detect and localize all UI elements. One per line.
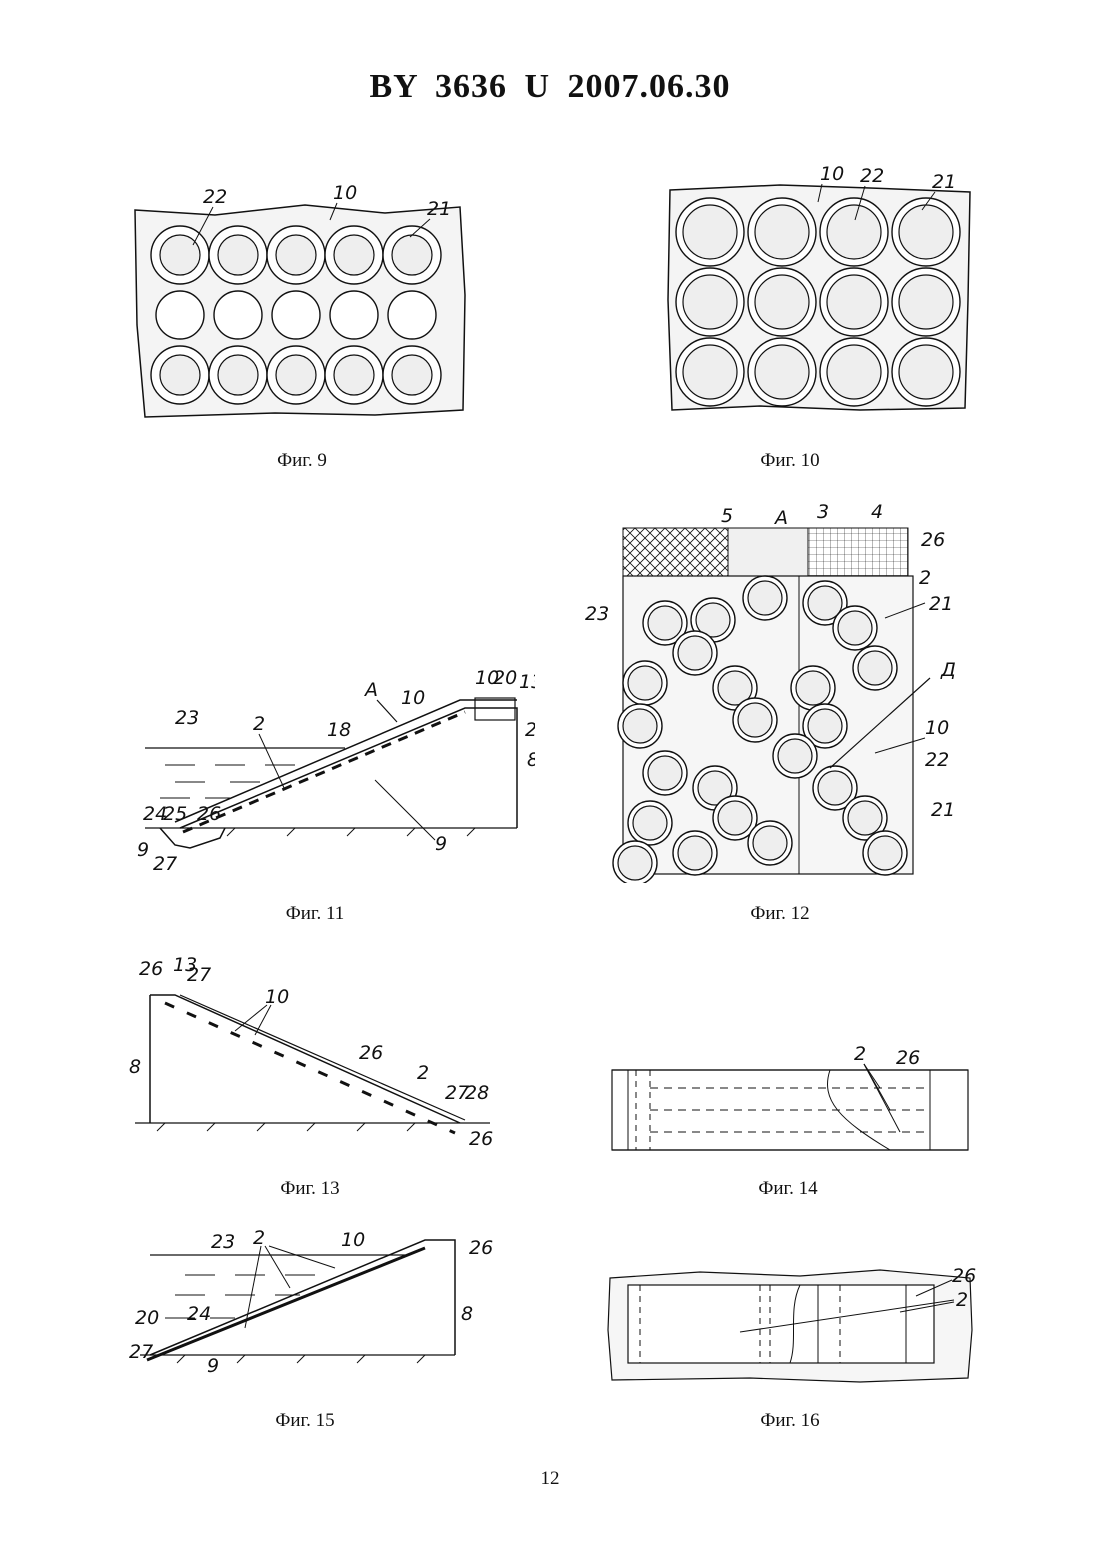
label-26: 26	[896, 1047, 920, 1069]
label-20: 20	[493, 670, 517, 689]
label-2: 2	[956, 1289, 968, 1311]
label-23: 23	[175, 707, 199, 729]
figure-10: 10 22 21	[660, 160, 980, 420]
label-a: A	[773, 507, 788, 529]
label-26-top: 26	[139, 958, 163, 980]
label-10: 10	[341, 1229, 365, 1251]
label-27-left: 27	[153, 853, 177, 870]
label-21: 21	[427, 198, 451, 220]
label-23: 23	[585, 603, 609, 625]
label-2: 2	[253, 1227, 265, 1249]
caption-fig-10: Фиг. 10	[690, 450, 890, 472]
label-10: 10	[925, 717, 949, 739]
label-10: 10	[401, 687, 425, 709]
label-8: 8	[129, 1056, 141, 1078]
figure-11: A 10 10 20 13 23 2 18 27 8 24 25 26 9 27…	[135, 670, 535, 870]
label-2: 2	[854, 1043, 866, 1065]
caption-fig-11: Фиг. 11	[215, 903, 415, 925]
label-26: 26	[921, 529, 945, 551]
figure-13: 26 13 27 10 8 26 2 27 28 26	[125, 955, 505, 1155]
label-22: 22	[925, 749, 949, 771]
label-21-top: 21	[929, 593, 953, 615]
figure-12: 5 A 3 4 26 2 23 21 Д 10 22 21	[585, 498, 985, 883]
label-25: 25	[163, 803, 187, 825]
document-header: BY 3636 U 2007.06.30	[0, 68, 1100, 106]
label-13: 13	[519, 671, 535, 693]
caption-fig-14: Фиг. 14	[688, 1178, 888, 1200]
label-20: 20	[135, 1307, 159, 1329]
label-10: 10	[333, 182, 357, 204]
label-21: 21	[931, 799, 955, 821]
label-2: 2	[417, 1062, 429, 1084]
figure-14: 2 26	[600, 1040, 980, 1155]
label-2: 2	[253, 713, 265, 735]
label-9: 9	[207, 1355, 219, 1377]
tube-cross-section-grid	[151, 226, 441, 404]
label-22: 22	[860, 165, 884, 187]
label-8: 8	[527, 749, 535, 771]
label-4: 4	[871, 501, 883, 523]
label-26: 26	[469, 1237, 493, 1259]
label-18: 18	[327, 719, 351, 741]
label-21: 21	[932, 171, 956, 193]
label-a: A	[363, 679, 378, 701]
label-27-top: 27	[187, 964, 211, 986]
caption-fig-12: Фиг. 12	[680, 903, 880, 925]
label-26-middle: 26	[359, 1042, 383, 1064]
label-28: 28	[465, 1082, 489, 1104]
label-26: 26	[197, 803, 221, 825]
label-10: 10	[820, 163, 844, 185]
label-3: 3	[817, 501, 829, 523]
label-2: 2	[919, 567, 931, 589]
caption-fig-15: Фиг. 15	[205, 1410, 405, 1432]
label-27: 27	[129, 1341, 153, 1363]
figure-16: 26 2	[600, 1260, 980, 1385]
figure-15: 23 2 10 26 24 20 27 8 9	[125, 1220, 505, 1390]
label-24: 24	[187, 1303, 211, 1325]
label-10: 10	[265, 986, 289, 1008]
caption-fig-16: Фиг. 16	[690, 1410, 890, 1432]
caption-fig-13: Фиг. 13	[210, 1178, 410, 1200]
label-d: Д	[940, 659, 956, 681]
figure-9: 22 10 21	[125, 175, 475, 425]
page-number: 12	[0, 1468, 1100, 1490]
label-5: 5	[721, 505, 733, 527]
label-26: 26	[952, 1265, 976, 1287]
label-9-left: 9	[137, 839, 149, 861]
caption-fig-9: Фиг. 9	[202, 450, 402, 472]
label-27-right: 27	[525, 719, 535, 741]
label-8: 8	[461, 1303, 473, 1325]
label-23: 23	[211, 1231, 235, 1253]
label-26-bottom: 26	[469, 1128, 493, 1150]
label-9: 9	[435, 833, 447, 855]
label-22: 22	[203, 186, 227, 208]
